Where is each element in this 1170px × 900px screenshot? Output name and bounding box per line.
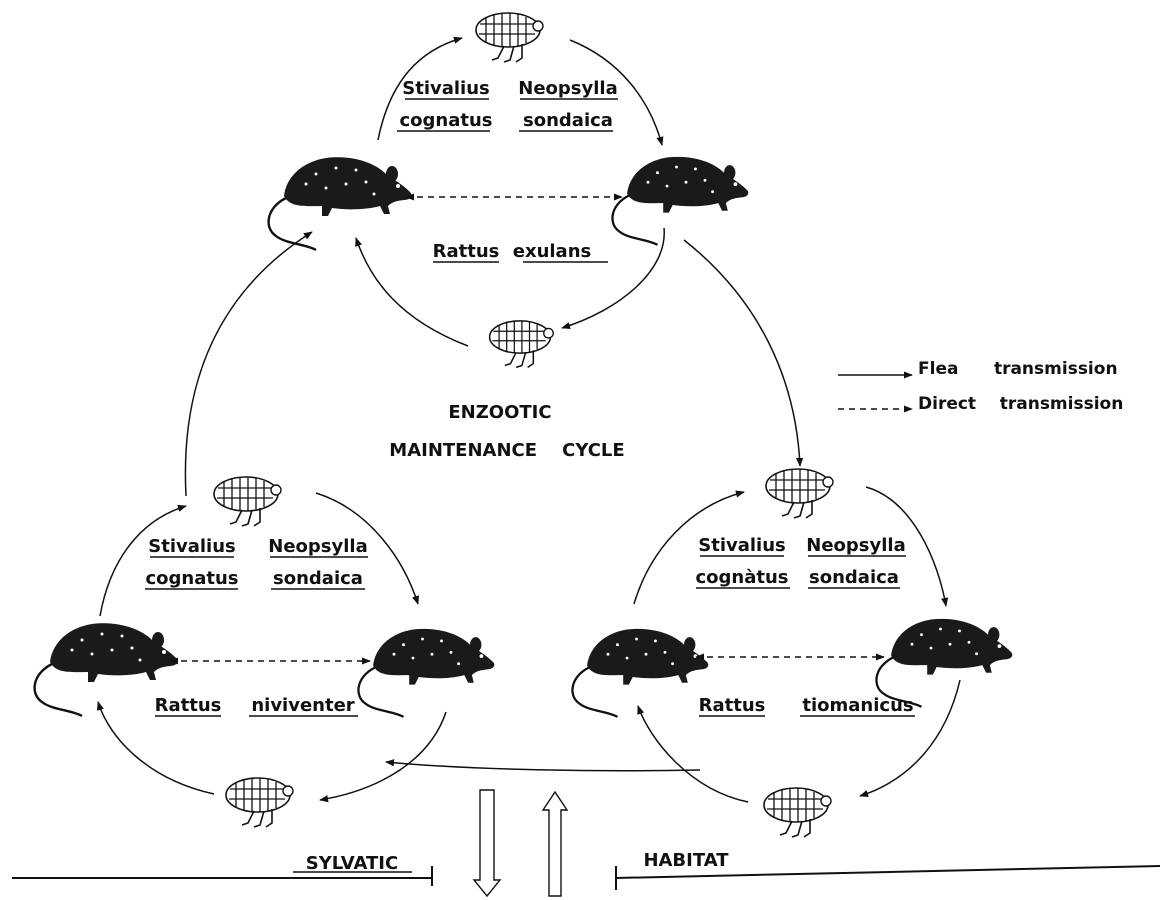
flea-transmission-arrow [97, 701, 215, 795]
flea-icon [225, 777, 294, 828]
maintenance-cycle-label: MAINTENANCE CYCLE [389, 440, 624, 461]
flea-icon [475, 12, 544, 63]
flea-transmission-arrow [637, 705, 749, 803]
flea-species-label: sondaica [523, 110, 613, 131]
flea-genus-label: Stivalius [148, 536, 236, 557]
host-genus-label: Rattus [433, 241, 500, 262]
habitat-label: HABITAT [643, 850, 729, 871]
legend: Flea transmission Direct transmission [838, 359, 1123, 414]
flea-genus-label: Stivalius [698, 535, 786, 556]
center-label: ENZOOTIC MAINTENANCE CYCLE [389, 402, 624, 461]
flea-icon [763, 787, 832, 838]
flea-icon [488, 320, 555, 369]
flea-species-label: sondaica [809, 567, 899, 588]
flea-icon [765, 468, 834, 519]
down-arrow-icon [472, 789, 502, 898]
legend-direct-label: Direct transmission [918, 394, 1123, 414]
flea-transmission-arrow [569, 39, 664, 146]
enzootic-label: ENZOOTIC [448, 402, 551, 423]
host-species-label: niviventer [251, 695, 354, 716]
flea-genus-label: Neopsylla [806, 535, 905, 556]
flea-transmission-arrow [683, 239, 804, 467]
habitat-bar: SYLVATIC HABITAT [12, 789, 1161, 898]
flea-transmission-arrow [377, 36, 463, 141]
flea-transmission-arrow [865, 486, 949, 607]
flea-genus-label: Neopsylla [268, 536, 367, 557]
flea-transmission-arrow [315, 492, 419, 605]
flea-transmission-arrow [319, 711, 447, 803]
flea-transmission-arrow [633, 490, 745, 605]
right-cycle: Stivalius cognàtus Neopsylla sondaica Ra… [571, 468, 1014, 838]
rat-icon [267, 156, 413, 252]
top-cycle: Stivalius cognatus Neopsylla sondaica Ra… [267, 12, 750, 369]
flea-species-label: cognàtus [695, 567, 788, 588]
sylvatic-label: SYLVATIC [306, 853, 398, 874]
rat-icon [571, 627, 710, 719]
up-arrow-icon [541, 790, 569, 897]
rat-icon [611, 155, 750, 247]
left-cycle: Stivalius cognatus Neopsylla sondaica Ra… [33, 476, 496, 828]
flea-genus-label: Neopsylla [518, 78, 617, 99]
legend-flea-label: Flea transmission [918, 359, 1118, 379]
flea-transmission-arrow [561, 227, 665, 330]
flea-species-label: cognatus [145, 568, 238, 589]
flea-transmission-arrow [859, 679, 961, 797]
flea-species-label: sondaica [273, 568, 363, 589]
flea-genus-label: Stivalius [402, 78, 490, 99]
flea-transmission-arrow [99, 504, 187, 617]
host-genus-label: Rattus [155, 695, 222, 716]
rat-icon [875, 617, 1014, 709]
rat-icon [357, 627, 496, 719]
flea-transmission-arrow [184, 231, 313, 497]
host-species-label: exulans [513, 241, 591, 262]
flea-species-label: cognatus [399, 110, 492, 131]
flea-icon [213, 476, 282, 527]
flea-transmission-arrow [385, 759, 701, 772]
flea-transmission-arrow [355, 237, 469, 347]
host-genus-label: Rattus [699, 695, 766, 716]
host-species-label: tiomanicus [802, 695, 913, 716]
